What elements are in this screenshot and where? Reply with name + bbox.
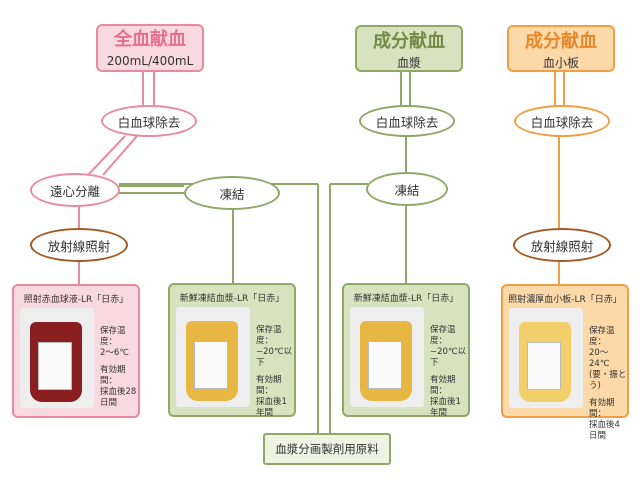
ffp-apheresis-bag-photo	[350, 307, 424, 407]
ffp-whole-product-name: 新鮮凍結血漿-LR「日赤」	[179, 294, 285, 304]
plasma-donation-box: 成分献血 血漿	[355, 25, 463, 72]
ffp-apheresis-product-card: 新鮮凍結血漿-LR「日赤」 保存温度： −20℃以下 有効期間： 採血後1年間	[342, 283, 470, 419]
ffp-apheresis-expiry-value: 採血後1年間	[430, 397, 461, 418]
whole-blood-volume: 200mL/400mL	[106, 54, 194, 68]
ffp-apheresis-expiry-label: 有効期間：	[430, 375, 456, 396]
plasma-donation-title: 成分献血	[373, 31, 445, 52]
rbc-info: 保存温度： 2～6℃ 有効期間： 採血後28日間	[100, 326, 138, 409]
ffp-whole-storage-value: −20℃以下	[256, 347, 292, 368]
ffp-apheresis-info: 保存温度： −20℃以下 有効期間： 採血後1年間	[430, 325, 468, 419]
whole-blood-donation-title: 全血献血	[114, 29, 186, 50]
leukocyte-removal-oval-plasma: 白血球除去	[359, 105, 455, 137]
platelet-expiry-value: 採血後4日間	[589, 420, 620, 441]
centrifuge-oval: 遠心分離	[30, 173, 120, 207]
platelet-expiry-label: 有効期間：	[589, 398, 615, 419]
leukocyte-removal-oval-platelet: 白血球除去	[514, 105, 610, 137]
leukocyte-removal-oval-whole: 白血球除去	[101, 105, 197, 137]
ffp-whole-product-card: 新鮮凍結血漿-LR「日赤」 保存温度： −20℃以下 有効期間： 採血後1年間	[168, 283, 296, 419]
ffp-whole-bag-label	[194, 341, 228, 389]
ffp-whole-info: 保存温度： −20℃以下 有効期間： 採血後1年間	[256, 325, 294, 419]
plasma-donation-subtitle: 血漿	[396, 56, 421, 70]
ffp-apheresis-storage-label: 保存温度：	[430, 325, 456, 346]
ffp-whole-bag-photo	[176, 307, 250, 407]
platelet-donation-box: 成分献血 血小板	[507, 25, 615, 72]
irradiation-oval-platelet: 放射線照射	[513, 228, 611, 262]
platelet-bag-photo	[509, 308, 583, 408]
rbc-product-name: 照射赤血球液-LR「日赤」	[23, 295, 129, 305]
ffp-whole-expiry-label: 有効期間：	[256, 375, 282, 396]
platelet-product-name: 照射濃厚血小板-LR「日赤」	[508, 295, 622, 305]
platelet-info: 保存温度： 20～24℃ (要・振とう) 有効期間： 採血後4日間	[589, 326, 627, 442]
rbc-storage-value: 2～6℃	[100, 348, 129, 358]
platelet-product-card: 照射濃厚血小板-LR「日赤」 保存温度： 20～24℃ (要・振とう) 有効期間…	[501, 284, 629, 441]
irradiation-oval-rbc: 放射線照射	[30, 228, 128, 262]
ffp-whole-storage-label: 保存温度：	[256, 325, 282, 346]
rbc-storage-label: 保存温度：	[100, 326, 126, 347]
platelet-donation-subtitle: 血小板	[542, 56, 579, 70]
platelet-storage-note: (要・振とう)	[589, 370, 627, 391]
rbc-bag-label	[38, 342, 72, 390]
rbc-product-card: 照射赤血球液-LR「日赤」 保存温度： 2～6℃ 有効期間： 採血後28日間	[12, 284, 140, 418]
freeze-oval-whole: 凍結	[184, 176, 280, 210]
ffp-apheresis-storage-value: −20℃以下	[430, 347, 466, 368]
platelet-bag-label	[527, 342, 561, 390]
plasma-fractionation-raw-material-box: 血漿分画製剤用原料	[263, 433, 391, 465]
ffp-apheresis-product-name: 新鮮凍結血漿-LR「日赤」	[353, 294, 459, 304]
platelet-storage-label: 保存温度：	[589, 326, 615, 347]
platelet-donation-title: 成分献血	[525, 31, 597, 52]
rbc-expiry-label: 有効期間：	[100, 365, 126, 386]
ffp-whole-expiry-value: 採血後1年間	[256, 397, 287, 418]
platelet-storage-value: 20～24℃	[589, 348, 610, 369]
whole-blood-donation-box: 全血献血 200mL/400mL	[96, 24, 204, 72]
ffp-apheresis-bag-label	[368, 341, 402, 389]
rbc-expiry-value: 採血後28日間	[100, 387, 137, 408]
rbc-bag-photo	[20, 308, 94, 408]
freeze-oval-plasma: 凍結	[366, 172, 448, 206]
